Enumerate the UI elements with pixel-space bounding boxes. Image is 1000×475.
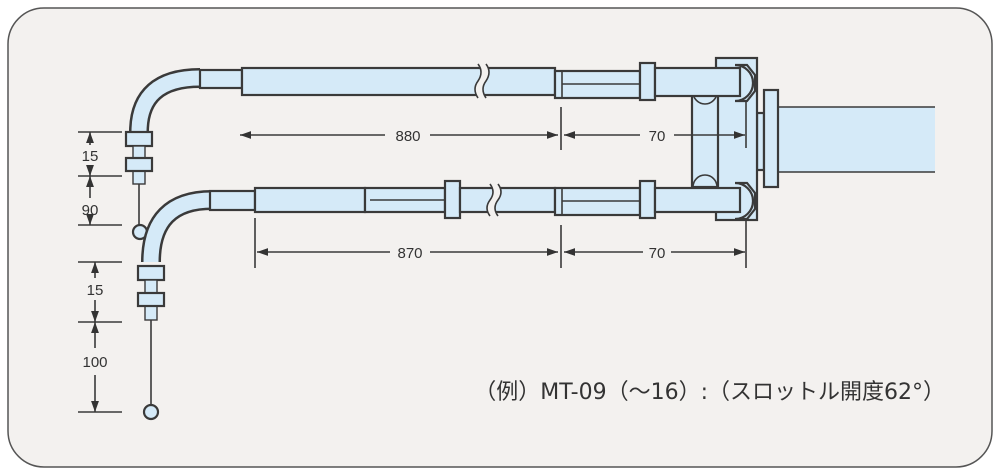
dim-upper-length: 880 (395, 128, 420, 145)
upper-nut (124, 130, 154, 148)
throttle-body (755, 88, 935, 189)
dim-upper-rod: 90 (82, 202, 99, 219)
dim-upper-thread: 15 (82, 148, 99, 165)
dim-lower-end: 70 (649, 245, 666, 262)
dim-lower-length: 870 (397, 245, 422, 262)
dim-lower-rod: 100 (82, 354, 107, 371)
dim-lower-thread: 15 (87, 282, 104, 299)
lower-cable (136, 179, 757, 421)
caption: （例）MT-09（～16）:（スロットル開度62°） (474, 380, 945, 405)
dimension-lines (78, 100, 747, 413)
dim-upper-end: 70 (649, 128, 666, 145)
upper-cable (124, 61, 757, 241)
upper-nut-lower (124, 156, 154, 173)
